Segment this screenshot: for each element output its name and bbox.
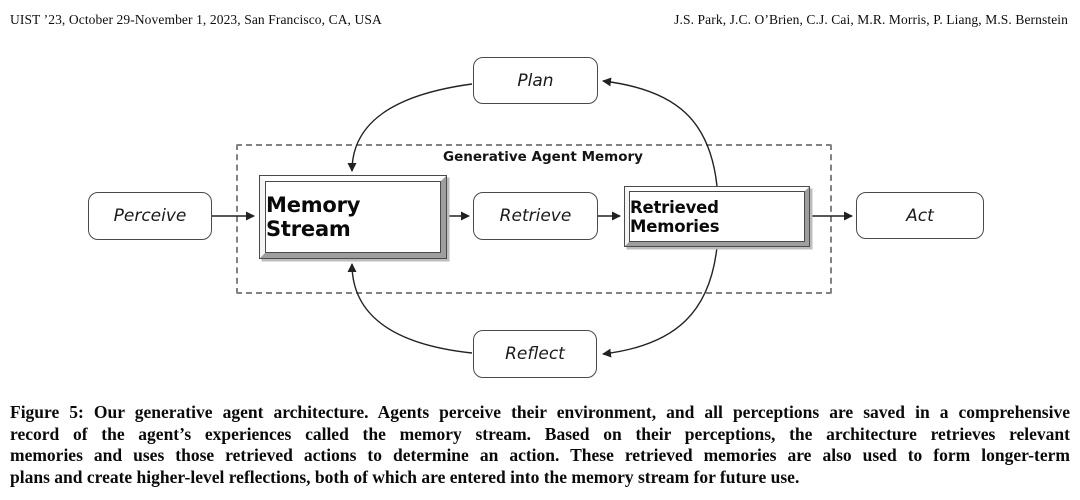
retrieve-node: Retrieve xyxy=(473,192,598,240)
reflect-node: Reflect xyxy=(473,330,597,378)
generative-agent-memory-container xyxy=(236,144,832,294)
act-node: Act xyxy=(856,192,984,239)
arrow-plan-to-memory-stream xyxy=(347,83,473,172)
authors-header: J.S. Park, J.C. O’Brien, C.J. Cai, M.R. … xyxy=(674,12,1068,27)
retrieve-label: Retrieve xyxy=(499,206,572,226)
generative-agent-memory-label: Generative Agent Memory xyxy=(443,149,643,165)
memory-stream-node: Memory Stream xyxy=(259,175,447,259)
arrow-retrieved-memories-to-plan xyxy=(602,77,718,187)
conference-header: UIST ’23, October 29-November 1, 2023, S… xyxy=(10,12,382,27)
figure-caption: Figure 5: Our generative agent architect… xyxy=(10,402,1070,489)
memory-stream-label: Memory Stream xyxy=(266,193,361,241)
perceive-label: Perceive xyxy=(113,206,187,226)
reflect-label: Reflect xyxy=(505,344,565,364)
caption-line: Figure 5: Our generative agent architect… xyxy=(10,402,1070,422)
memory-stream-frame: Memory Stream xyxy=(260,176,446,258)
caption-line: memories and uses those retrieved action… xyxy=(10,445,1070,466)
act-label: Act xyxy=(906,205,934,226)
arrow-reflect-to-memory-stream xyxy=(347,263,473,354)
retrieved-memories-node: Retrieved Memories xyxy=(624,186,810,247)
perceive-node: Perceive xyxy=(88,192,212,240)
retrieved-memories-frame: Retrieved Memories xyxy=(625,187,809,246)
caption-line: plans and create higher-level reflection… xyxy=(10,467,800,488)
plan-label: Plan xyxy=(517,70,554,91)
arrow-retrieved-memories-to-reflect xyxy=(602,246,718,358)
plan-node: Plan xyxy=(473,57,598,104)
retrieved-memories-label: Retrieved Memories xyxy=(630,197,720,236)
running-header: UIST ’23, October 29-November 1, 2023, S… xyxy=(10,12,1068,28)
caption-line: record of the agent’s experiences called… xyxy=(10,423,1070,444)
